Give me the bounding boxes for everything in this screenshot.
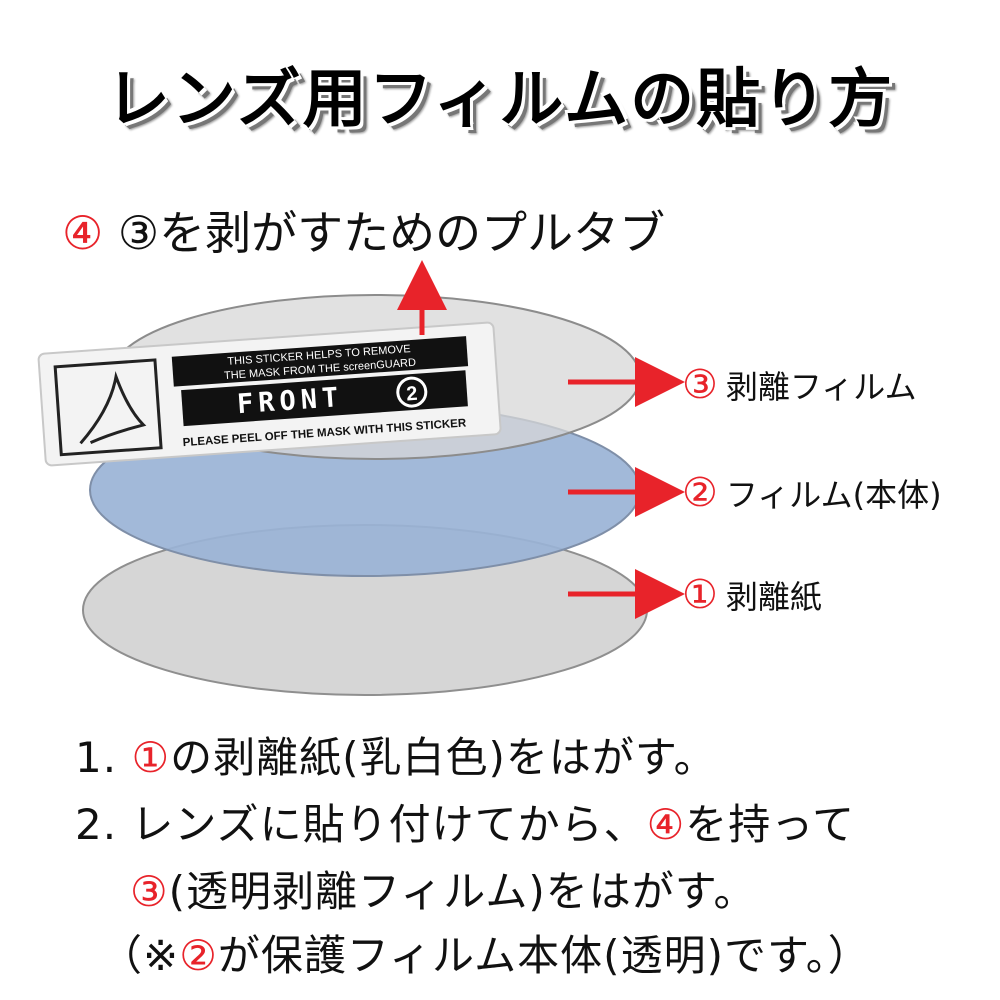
sticker-logo-box bbox=[53, 358, 163, 457]
pull-tab-sticker[interactable]: THIS STICKER HELPS TO REMOVE THE MASK FR… bbox=[37, 321, 502, 467]
layer-number: ③ bbox=[682, 362, 718, 408]
instruction-prefix: （※ bbox=[100, 931, 180, 980]
sticker-logo-icon bbox=[79, 370, 147, 445]
instruction-note: （※②が保護フィルム本体(透明)です。） bbox=[100, 922, 871, 983]
instruction-number: ② bbox=[179, 931, 218, 980]
instruction-step1: 1. ①の剥離紙(乳白色)をはがす。 bbox=[75, 724, 717, 785]
instruction-prefix: 1. bbox=[75, 733, 132, 782]
instruction-number: ④ bbox=[646, 800, 686, 849]
instruction-number: ① bbox=[131, 733, 171, 782]
instruction-step2: 2. レンズに貼り付けてから、④を持って bbox=[75, 791, 855, 852]
sticker-front-text: FRONT bbox=[236, 382, 344, 420]
pull-tab-number: ④ bbox=[62, 206, 104, 260]
layer-text: 剥離フィルム bbox=[725, 368, 917, 406]
layer-number: ② bbox=[682, 470, 718, 516]
instruction-text: (透明剥離フィルム)をはがす。 bbox=[168, 867, 757, 916]
pull-tab-caption: ④ ③を剥がすためのプルタブ bbox=[62, 197, 665, 263]
layer-number: ① bbox=[682, 572, 718, 618]
pull-tab-text: ③を剥がすためのプルタブ bbox=[117, 206, 666, 260]
page-title: レンズ用フィルムの貼り方 bbox=[105, 63, 895, 137]
layer-text: フィルム(本体) bbox=[725, 476, 942, 514]
instruction-text: を持って bbox=[685, 800, 856, 849]
sticker-front-circle bbox=[396, 376, 428, 408]
instruction-prefix: 2. レンズに貼り付けてから、 bbox=[75, 800, 647, 849]
instruction-step2-continued: ③(透明剥離フィルム)をはがす。 bbox=[130, 858, 757, 919]
instruction-text: が保護フィルム本体(透明)です。） bbox=[217, 931, 871, 980]
sticker-front-number: 2 bbox=[406, 383, 419, 406]
instruction-number: ③ bbox=[130, 867, 169, 916]
layer-text: 剥離紙 bbox=[725, 578, 822, 616]
instruction-text: の剥離紙(乳白色)をはがす。 bbox=[170, 733, 717, 782]
